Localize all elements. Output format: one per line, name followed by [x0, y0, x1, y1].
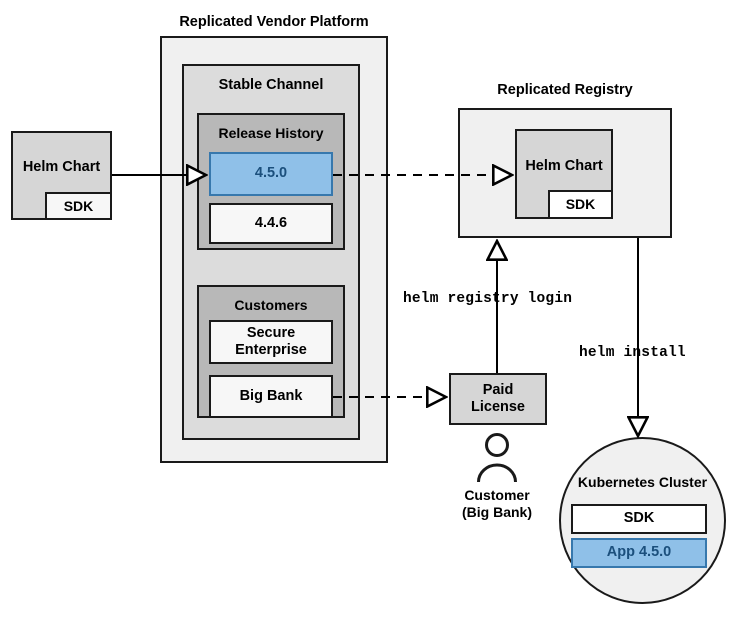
- helm-registry-login-command: helm registry login: [403, 291, 573, 307]
- paid-license-line2: License: [471, 399, 525, 415]
- vendor-platform-title: Replicated Vendor Platform: [179, 14, 369, 30]
- customer-secure-enterprise-line2: Enterprise: [235, 342, 307, 358]
- customer-big-bank-box[interactable]: Big Bank: [209, 375, 333, 418]
- paid-license-box[interactable]: Paid License: [449, 373, 547, 425]
- helm-install-command: helm install: [579, 345, 686, 361]
- release-4-4-6-label: 4.4.6: [254, 214, 288, 231]
- stable-channel-label: Stable Channel: [218, 77, 324, 93]
- helm-chart-source-label: Helm Chart: [22, 159, 101, 175]
- customer-actor-label-line2: (Big Bank): [462, 504, 532, 520]
- cluster-app-box[interactable]: App 4.5.0: [571, 538, 707, 568]
- customer-actor-icon: [473, 432, 521, 484]
- replicated-registry-title: Replicated Registry: [497, 82, 633, 98]
- release-4-5-0-box[interactable]: 4.5.0: [209, 152, 333, 196]
- customer-secure-enterprise-line1: Secure: [246, 324, 296, 341]
- registry-helm-chart-label: Helm Chart: [525, 158, 603, 174]
- registry-helm-chart-sdk-label: SDK: [565, 196, 596, 213]
- cluster-sdk-box[interactable]: SDK: [571, 504, 707, 534]
- customers-label: Customers: [234, 297, 308, 313]
- customer-secure-enterprise-box[interactable]: Secure Enterprise: [209, 320, 333, 364]
- kubernetes-cluster-label: Kubernetes Cluster: [577, 474, 708, 490]
- customer-big-bank-label: Big Bank: [239, 387, 303, 404]
- release-4-5-0-label: 4.5.0: [254, 165, 288, 182]
- registry-helm-chart-sdk-box[interactable]: SDK: [548, 190, 613, 219]
- helm-chart-source-sdk-label: SDK: [63, 197, 94, 214]
- paid-license-line1: Paid: [482, 381, 514, 398]
- customer-actor-label-line1: Customer: [464, 487, 530, 503]
- release-history-label: Release History: [218, 125, 324, 141]
- helm-chart-source-sdk-box[interactable]: SDK: [45, 192, 112, 220]
- cluster-sdk-label: SDK: [623, 510, 655, 527]
- release-4-4-6-box[interactable]: 4.4.6: [209, 203, 333, 244]
- cluster-app-label: App 4.5.0: [606, 544, 672, 561]
